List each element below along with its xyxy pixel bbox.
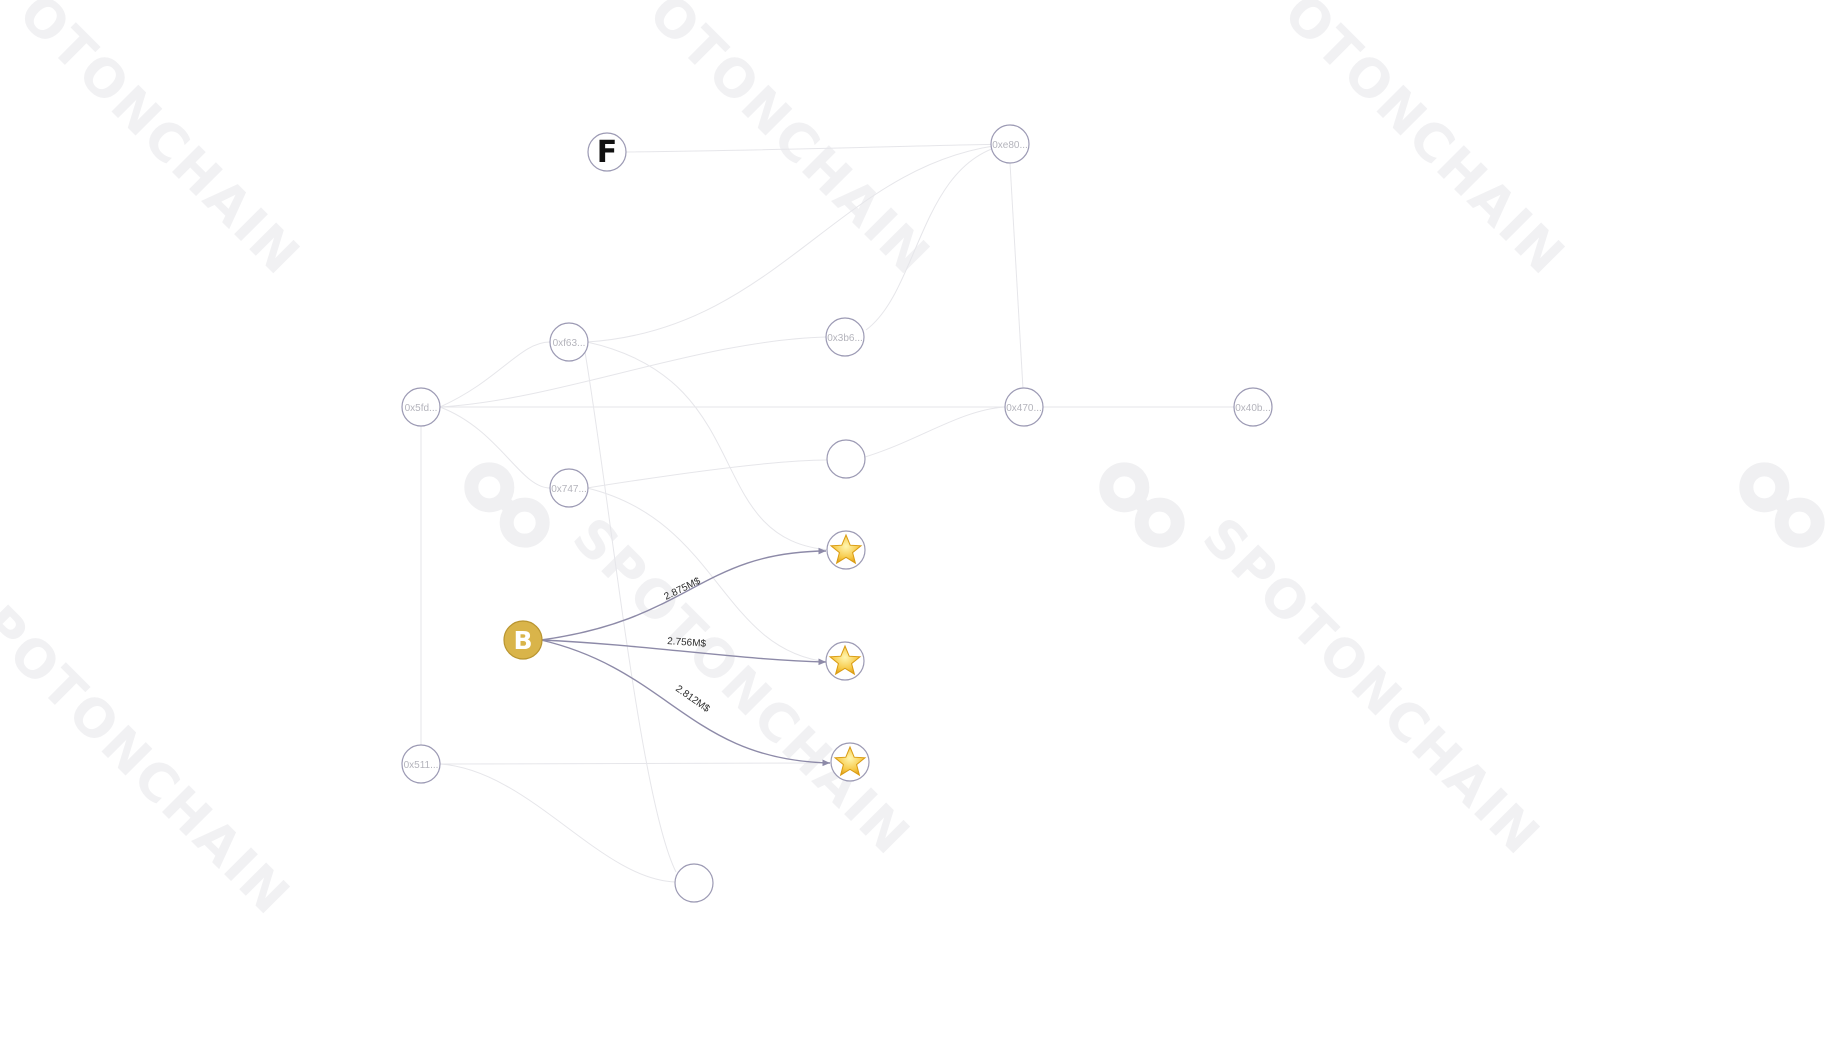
edge-ae80-470: [1009, 162, 1024, 390]
watermark-text: SPOTONCHAIN: [1191, 507, 1551, 867]
node-star[interactable]: [830, 742, 870, 782]
watermark-logo-icon: [464, 462, 550, 548]
edge-511-star3: [439, 762, 833, 765]
watermark-logo-icon: [1099, 462, 1185, 548]
node-circle: [674, 863, 714, 903]
watermark-text: SPOTONCHAIN: [1216, 0, 1576, 287]
node-circle: [549, 468, 589, 508]
transfer-edges: [540, 547, 831, 767]
star-icon: [829, 533, 863, 565]
edge-5fd-f63: [439, 341, 551, 408]
node-circle: [1004, 387, 1044, 427]
node-blank[interactable]: [674, 863, 714, 903]
node-star[interactable]: [825, 641, 865, 681]
watermark-layer: SPOTONCHAIN SPOTONCHAIN SPOTONCHAIN SPOT…: [0, 0, 1825, 927]
edge-blank1-470: [864, 406, 1006, 458]
edge-747-star2: [586, 487, 829, 663]
node-label: 0xe80...: [992, 140, 1028, 151]
node-binance[interactable]: B: [503, 620, 543, 660]
node-address[interactable]: 0x747...: [549, 468, 589, 508]
watermark-logo-icon: [1739, 462, 1825, 548]
nodes: F 0xe80... 0xf63... 0x3b6... 0x5fd... 0x…: [401, 124, 1273, 903]
node-circle: [825, 317, 865, 357]
node-address[interactable]: 0xe80...: [990, 124, 1030, 164]
watermark-text: SPOTONCHAIN: [0, 567, 301, 927]
node-address[interactable]: 0x470...: [1004, 387, 1044, 427]
watermark-text: SPOTONCHAIN: [0, 0, 311, 287]
edge-511-blank2: [439, 763, 677, 883]
binance-letter: B: [513, 626, 532, 655]
node-label: 0xf63...: [553, 338, 586, 349]
node-circle: [826, 439, 866, 479]
node-star[interactable]: [826, 530, 866, 570]
node-address[interactable]: 0x5fd...: [401, 387, 441, 427]
node-label: 0x511...: [404, 760, 439, 771]
node-circle: [1233, 387, 1273, 427]
node-circle: [990, 124, 1030, 164]
watermark-text: SPOTONCHAIN: [581, 0, 941, 287]
node-label: 0x40b...: [1235, 403, 1271, 414]
node-blank[interactable]: [826, 439, 866, 479]
faint-edges: [420, 143, 1235, 883]
node-ftx[interactable]: F: [587, 132, 627, 172]
star-icon: [833, 745, 867, 777]
edge-747-blank1: [586, 459, 828, 489]
transfer-edge-star1[interactable]: [540, 547, 827, 641]
node-label: 0x5fd...: [405, 403, 438, 414]
edge-f63-ae80: [586, 143, 1010, 343]
node-circle: [587, 132, 627, 172]
edge-3b6-ae80: [865, 143, 1010, 331]
transfer-edge-star3[interactable]: [540, 639, 831, 767]
node-label: 0x747...: [551, 484, 587, 495]
transfer-edge-star2[interactable]: [540, 639, 827, 666]
node-address[interactable]: 0x3b6...: [825, 317, 865, 357]
edge-f63-star1: [586, 341, 831, 551]
edge-5fd-3b6: [439, 336, 828, 408]
node-address[interactable]: 0x40b...: [1233, 387, 1273, 427]
node-circle: [401, 744, 441, 784]
node-label: 0x470...: [1006, 403, 1042, 414]
node-address[interactable]: 0xf63...: [549, 322, 589, 362]
edge-f63-blank2: [584, 351, 677, 873]
star-icon: [828, 644, 862, 676]
node-circle: [549, 322, 589, 362]
ftx-logo-icon: F: [597, 135, 618, 170]
edge-ftx-ae80: [625, 143, 1010, 153]
transfer-label: 2.756M$: [667, 636, 707, 650]
node-address[interactable]: 0x511...: [401, 744, 441, 784]
binance-logo-icon: [503, 620, 543, 660]
node-label: 0x3b6...: [827, 333, 863, 344]
node-circle: [401, 387, 441, 427]
edge-5fd-747: [439, 406, 551, 489]
